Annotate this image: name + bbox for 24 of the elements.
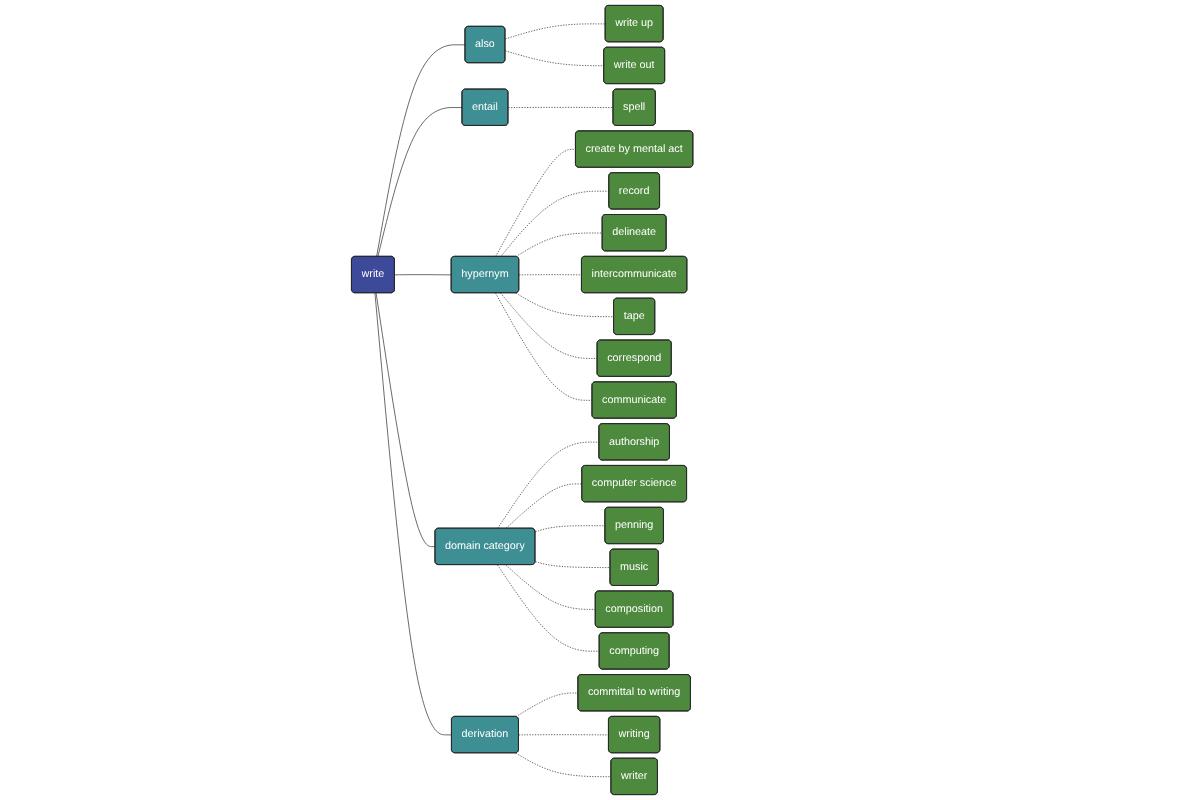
connector [534, 525, 606, 533]
connector [374, 292, 453, 736]
connector [505, 483, 583, 529]
connector [497, 564, 600, 652]
connector [504, 50, 605, 67]
connector [518, 734, 610, 736]
connector [377, 107, 463, 257]
connector [500, 292, 598, 359]
connector [495, 149, 577, 257]
connector [515, 692, 579, 718]
connector [505, 564, 596, 610]
connector [394, 274, 452, 276]
connector [495, 292, 593, 401]
connector [515, 232, 603, 257]
connector [515, 292, 615, 318]
connector [504, 23, 606, 40]
connector [500, 190, 610, 257]
connector [497, 441, 600, 529]
connector [376, 44, 466, 257]
connector [515, 752, 612, 778]
connector [518, 274, 583, 276]
connector [534, 561, 611, 568]
connector [375, 292, 436, 548]
connector [507, 107, 614, 108]
